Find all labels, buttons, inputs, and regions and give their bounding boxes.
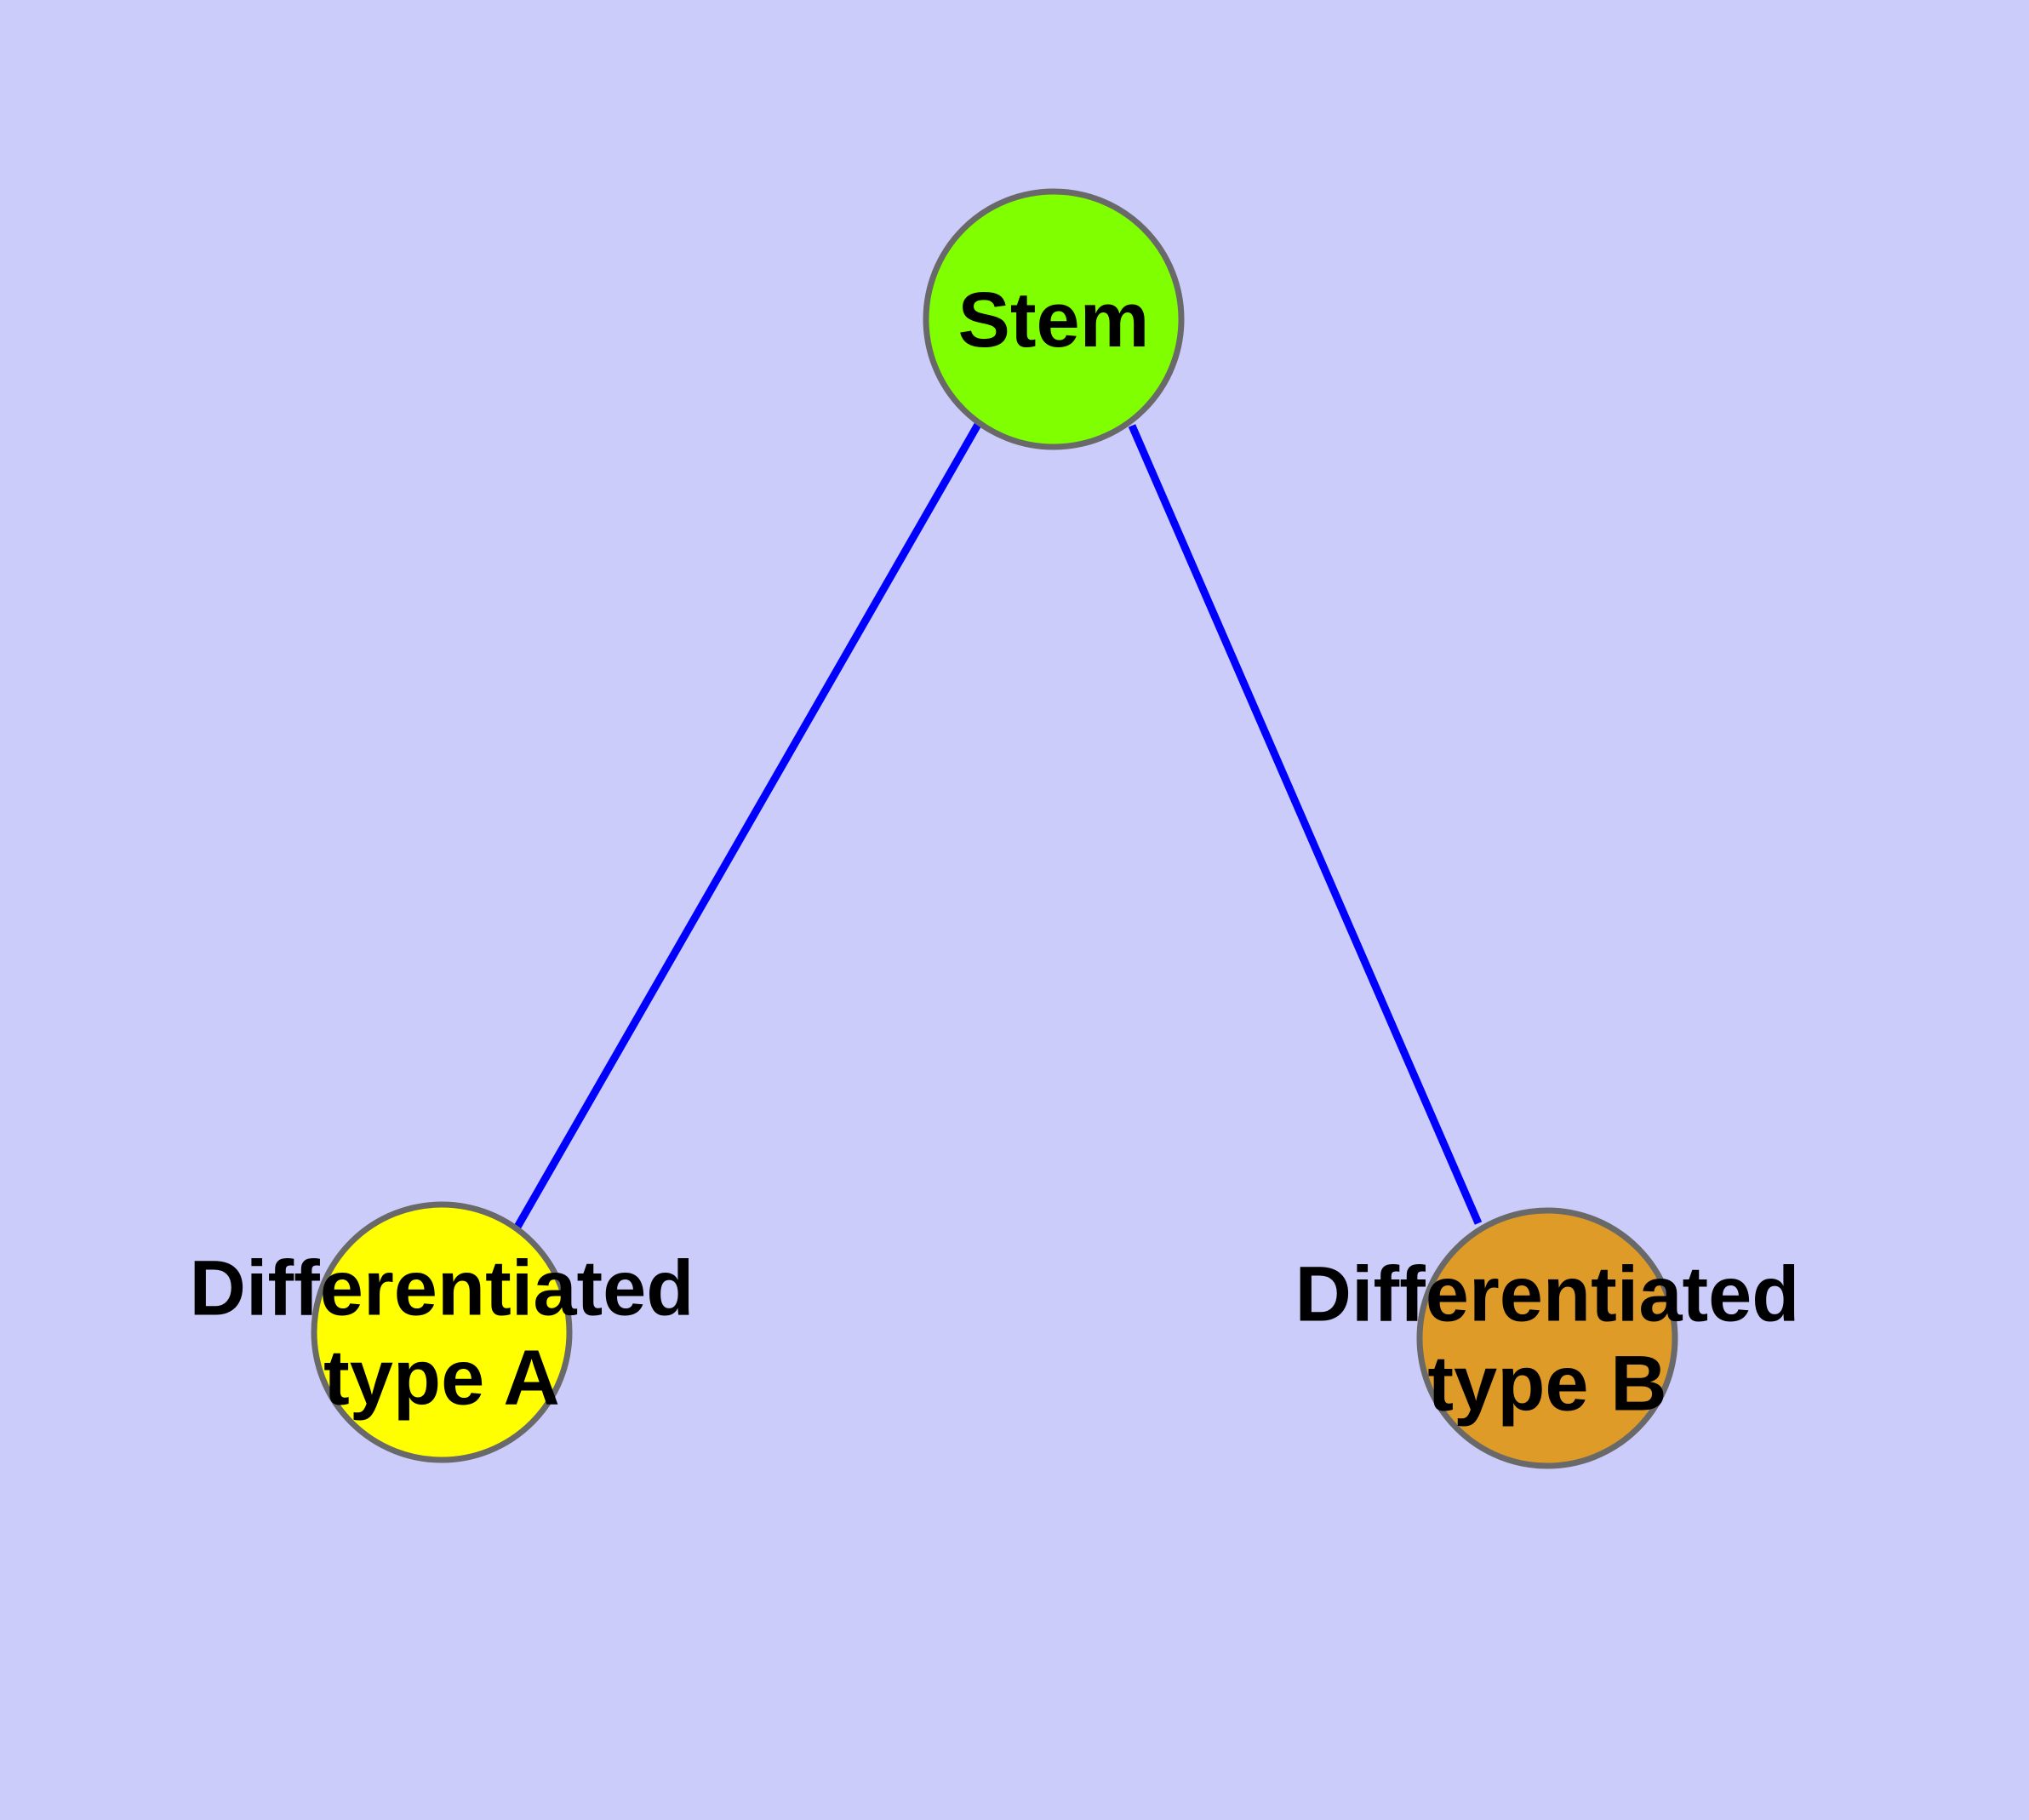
node-label-line: Stem <box>958 277 1150 363</box>
edges-group <box>513 421 1483 1231</box>
nodes-group <box>311 188 1678 1469</box>
edge-stem-to-type-a <box>513 421 982 1231</box>
edge-stem-to-type-b <box>1128 424 1483 1225</box>
node-diff-type-a[interactable] <box>311 1201 573 1463</box>
node-label-line: Differentiated <box>190 1245 694 1332</box>
node-label-line: Differentiated <box>1295 1251 1800 1338</box>
node-diff-type-b[interactable] <box>1416 1207 1678 1469</box>
node-stem[interactable] <box>923 188 1185 450</box>
node-label-line: type A <box>323 1335 560 1422</box>
node-label-line: type B <box>1427 1341 1666 1428</box>
node-label-stem: Stem <box>958 277 1150 363</box>
